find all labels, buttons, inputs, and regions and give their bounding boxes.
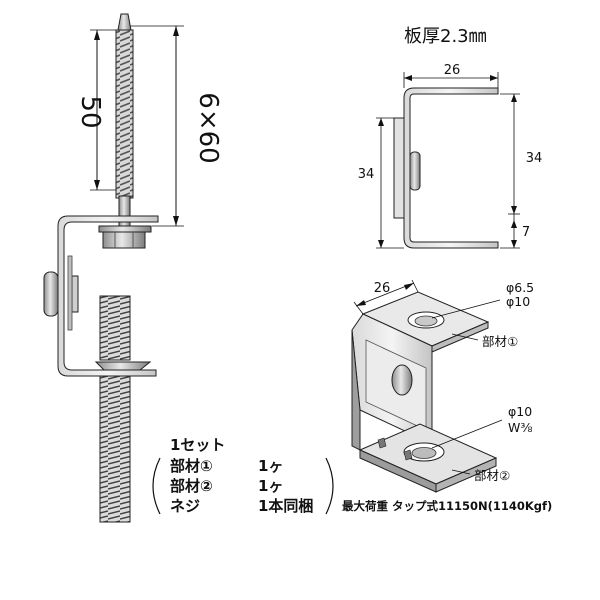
set-item-name: 部材② [170,477,213,495]
hole-upper-inner-label: φ10 [506,294,530,309]
bracket-side-view: 26 34 34 7 [358,63,543,249]
side-height-lower-label: 7 [522,225,530,240]
part2-label: 部材② [474,468,510,483]
set-item-name: 部材① [170,457,213,475]
hole-upper-outer-label: φ6.5 [506,280,534,295]
set-item-qty: 1ヶ [258,477,284,495]
dimension-total-length [130,25,184,227]
dimension-thread-length [90,29,116,191]
set-item-qty: 1本同梱 [258,497,314,515]
part1-label: 部材① [482,334,518,349]
bracket-profile [43,215,159,377]
side-height-upper-label: 34 [526,151,543,166]
set-item-qty: 1ヶ [258,457,284,475]
screw-size-label: 6×60 [193,92,223,163]
anchor-bolt [94,295,152,523]
hole-lower-thread-label: W⅜ [508,420,532,435]
thread-length-label: 50 [75,95,105,128]
plate-thickness-label: 板厚2.3㎜ [404,26,487,47]
side-width-label: 26 [444,63,461,78]
set-list-right-paren [325,457,334,515]
hole-lower-diameter-label: φ10 [508,404,532,419]
iso-width-label: 26 [374,281,391,296]
self-drilling-screw [98,13,152,249]
set-item-name: ネジ [170,497,201,515]
screw-assembly: 50 6×60 [43,13,223,523]
bracket-iso-view: 26 φ6.5 φ10 部材① φ10 W⅜ 部材② [351,279,534,493]
set-heading: 1セット [170,436,226,454]
set-list-left-paren [152,457,161,515]
side-height-left-label: 34 [358,167,375,182]
max-load-label: 最大荷重 タップ式11150N(1140Kgf) [342,499,553,513]
